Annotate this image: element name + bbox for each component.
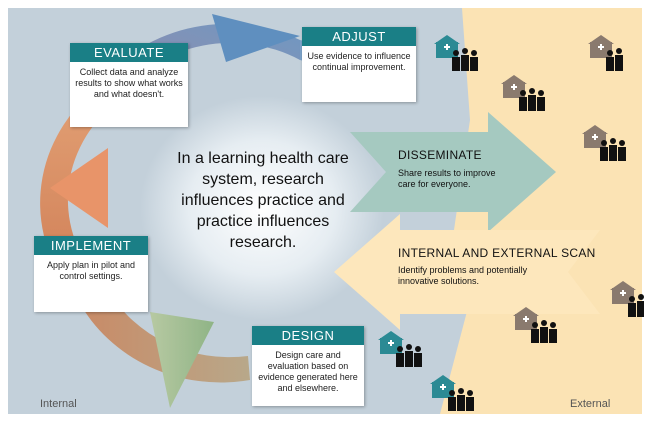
care-team-icon-4	[582, 125, 626, 161]
cycle-arrowhead-left	[50, 148, 108, 228]
adjust-body: Use evidence to influence continual impr…	[307, 51, 411, 72]
cycle-arrowhead-bottom	[150, 312, 214, 408]
care-team-icon-7	[378, 331, 422, 367]
scan-body: Identify problems and potentially innova…	[398, 265, 528, 286]
cycle-segment-bottom	[78, 290, 250, 383]
disseminate-title: DISSEMINATE	[398, 148, 482, 162]
center-glow	[140, 96, 384, 320]
adjust-title: ADJUST	[302, 27, 416, 46]
care-team-icon-2	[501, 75, 545, 111]
scan-arrow	[334, 214, 600, 330]
cycle-arrowhead-top	[212, 14, 300, 62]
design-body: Design care and evaluation based on evid…	[258, 350, 358, 393]
implement-title: IMPLEMENT	[34, 236, 148, 255]
evaluate-title: EVALUATE	[70, 43, 188, 62]
disseminate-arrow	[350, 112, 556, 232]
external-label: External	[570, 398, 611, 410]
scan-title: INTERNAL AND EXTERNAL SCAN	[398, 246, 596, 260]
care-team-icon-8	[430, 375, 474, 411]
disseminate-body: Share results to improve care for everyo…	[398, 168, 496, 189]
care-team-icon-6	[513, 307, 557, 343]
care-team-icon-3	[588, 35, 623, 71]
implement-box: IMPLEMENT Apply plan in pilot and contro…	[34, 236, 148, 312]
care-team-icon-5	[610, 281, 644, 317]
care-team-people-icon	[452, 48, 478, 71]
adjust-box: ADJUST Use evidence to influence continu…	[302, 27, 416, 102]
design-title: DESIGN	[252, 326, 364, 345]
implement-body: Apply plan in pilot and control settings…	[46, 260, 136, 281]
design-box: DESIGN Design care and evaluation based …	[252, 326, 364, 406]
center-statement: In a learning health care system, resear…	[177, 150, 349, 251]
internal-label: Internal	[40, 398, 77, 410]
care-team-icon-1	[434, 35, 478, 71]
evaluate-box: EVALUATE Collect data and analyze result…	[70, 43, 188, 127]
evaluate-body: Collect data and analyze results to show…	[75, 67, 183, 99]
